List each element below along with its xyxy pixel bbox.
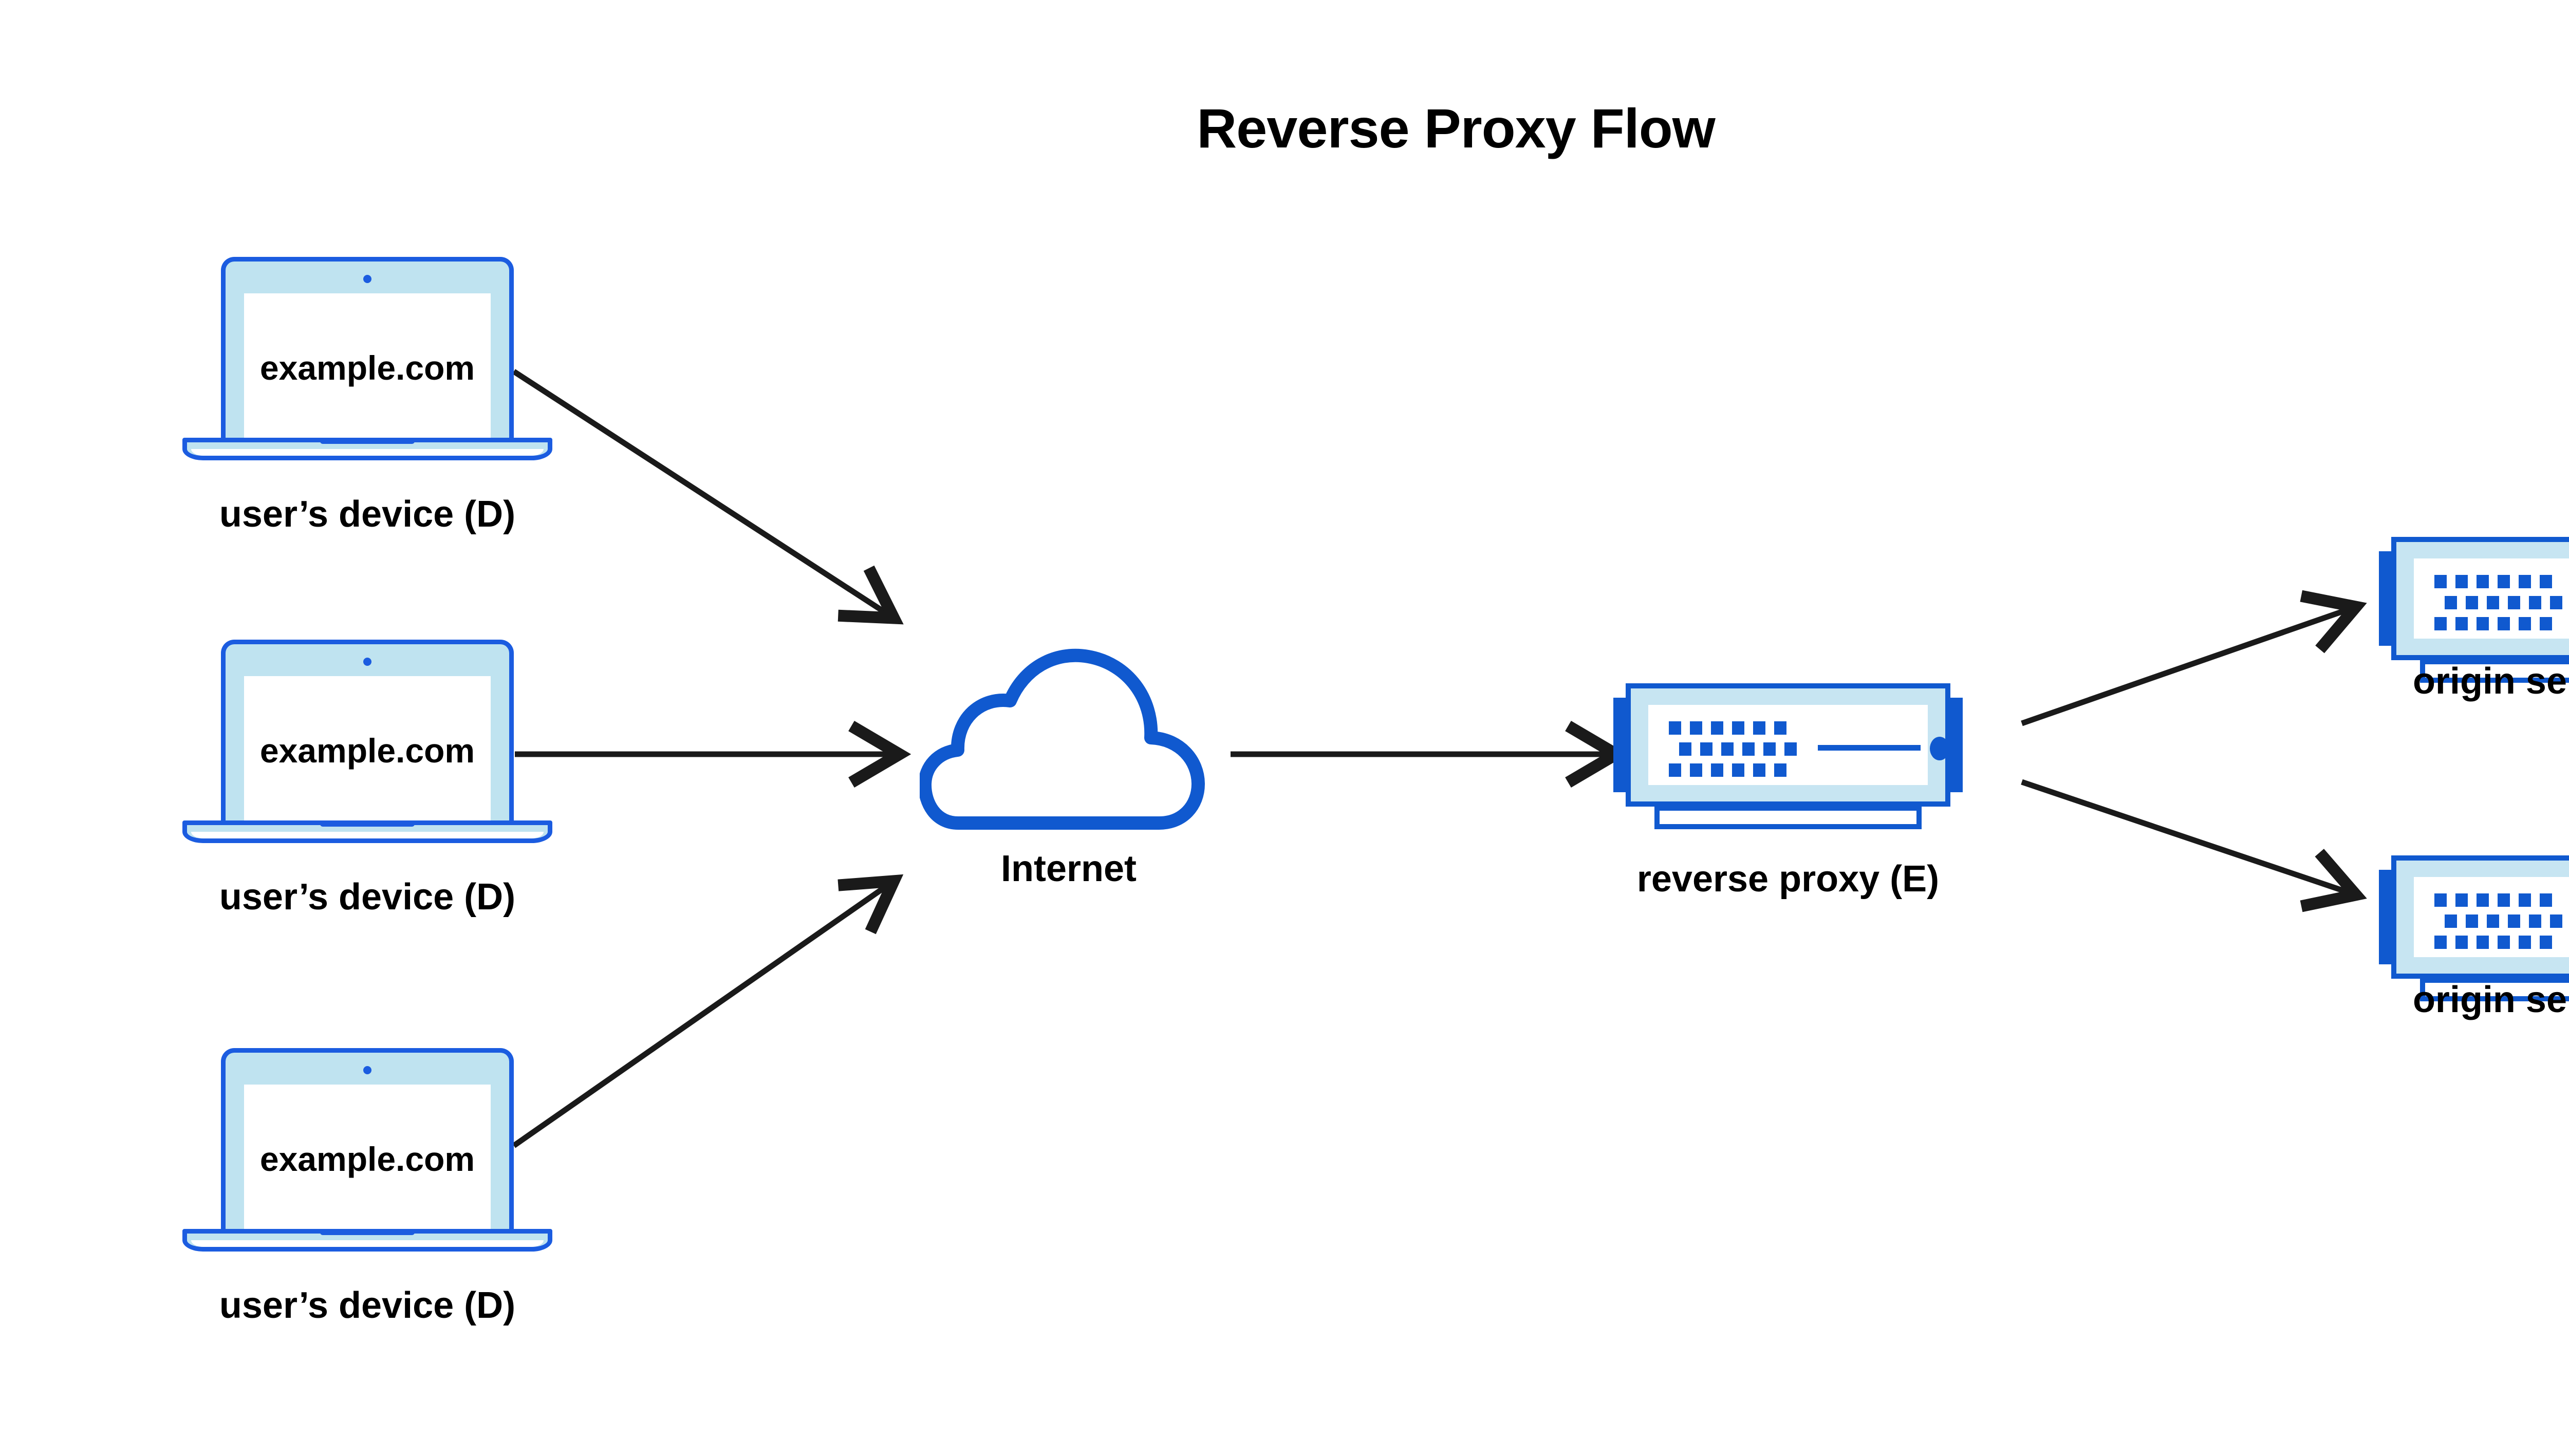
label-origin-server-2: origin server (F) xyxy=(2412,979,2569,1020)
page-title: Reverse Proxy Flow xyxy=(1197,97,1715,159)
edge-proxy-to-origin2 xyxy=(2021,779,2367,912)
camera-dot-icon xyxy=(363,658,371,666)
label-user-device-2: user’s device (D) xyxy=(219,876,516,918)
camera-dot-icon xyxy=(363,275,371,283)
laptop-trackpad xyxy=(320,438,415,444)
laptop-screen: example.com xyxy=(244,1085,491,1233)
laptop-screen-text: example.com xyxy=(259,1140,475,1178)
label-internet: Internet xyxy=(1000,848,1137,889)
server-stand xyxy=(2420,659,2569,683)
server-stand xyxy=(2420,978,2569,1001)
laptop-icon: example.com xyxy=(182,257,552,473)
laptop-screen-text: example.com xyxy=(259,348,475,387)
server-body xyxy=(2391,537,2569,660)
server-panel xyxy=(2414,558,2569,639)
port-row xyxy=(2434,596,2569,609)
edge-device1-to-internet xyxy=(512,369,904,625)
port-row xyxy=(2434,914,2569,928)
server-status-line xyxy=(1818,745,1921,751)
server-panel xyxy=(2414,877,2569,957)
laptop-screen: example.com xyxy=(244,293,491,442)
server-icon xyxy=(2379,850,2569,1004)
label-reverse-proxy: reverse proxy (E) xyxy=(1636,858,1940,900)
laptop-icon: example.com xyxy=(182,1048,552,1264)
laptop-trackpad xyxy=(320,820,415,827)
server-body xyxy=(2391,855,2569,979)
laptop-icon: example.com xyxy=(182,640,552,855)
server-panel xyxy=(1648,705,1949,785)
laptop-trackpad xyxy=(320,1229,415,1235)
laptop-screen: example.com xyxy=(244,676,491,825)
laptop-screen-text: example.com xyxy=(259,731,475,770)
server-led-icon xyxy=(1930,737,1949,760)
server-port-grid xyxy=(1669,721,1798,777)
camera-dot-icon xyxy=(363,1066,371,1074)
server-stand xyxy=(1654,806,1922,829)
laptop-base-inner xyxy=(191,1240,544,1247)
port-row xyxy=(2434,575,2564,588)
server-body xyxy=(1626,683,1950,807)
port-row xyxy=(1669,763,1798,777)
cloud-icon xyxy=(920,648,1205,830)
laptop-base-inner xyxy=(191,832,544,838)
label-user-device-3: user’s device (D) xyxy=(219,1285,516,1326)
laptop-lid: example.com xyxy=(221,257,514,442)
port-row xyxy=(1669,721,1798,735)
label-user-device-1: user’s device (D) xyxy=(219,494,516,535)
laptop-lid: example.com xyxy=(221,1048,514,1233)
laptop-lid: example.com xyxy=(221,640,514,825)
server-icon xyxy=(1613,678,1963,832)
port-row xyxy=(1669,742,1809,756)
server-icon xyxy=(2379,532,2569,686)
server-port-grid xyxy=(2434,575,2564,630)
edge-proxy-to-origin1 xyxy=(2021,590,2367,726)
label-origin-server-1: origin server (F) xyxy=(2412,661,2569,702)
edge-device3-to-internet xyxy=(512,874,904,1148)
port-row xyxy=(2434,936,2564,949)
port-row xyxy=(2434,617,2564,630)
server-port-grid xyxy=(2434,893,2564,949)
port-row xyxy=(2434,893,2564,907)
laptop-base-inner xyxy=(191,449,544,456)
